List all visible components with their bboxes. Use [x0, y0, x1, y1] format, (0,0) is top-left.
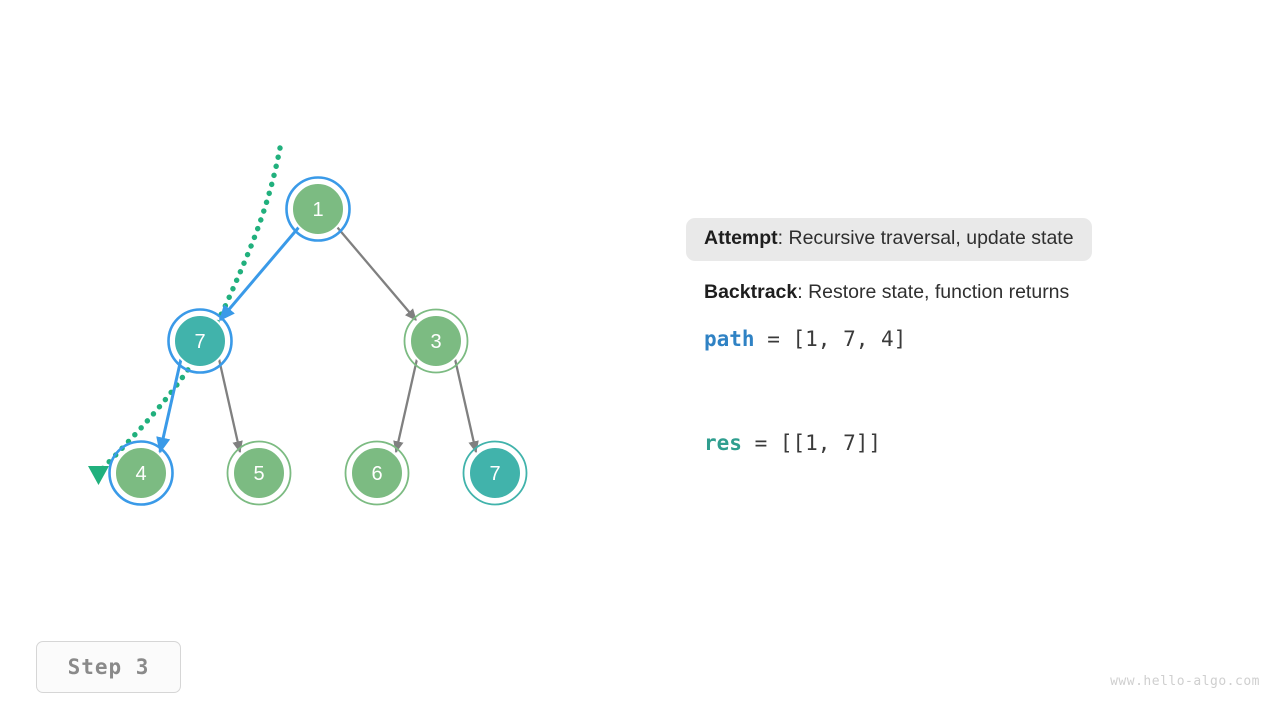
edge-7-to-5 — [217, 358, 243, 454]
backtrack-description: : Restore state, function returns — [797, 281, 1070, 304]
node-7-right-label: 7 — [489, 463, 500, 485]
edge-1-to-3 — [336, 226, 417, 321]
node-1-circle — [291, 182, 345, 236]
edge-3-to-6 — [393, 358, 419, 454]
res-variable-name: res — [704, 430, 742, 455]
node-4-circle — [114, 446, 168, 500]
tree-node-4[interactable]: 4 — [108, 440, 174, 506]
step-badge-label: Step 3 — [67, 655, 150, 679]
path-variable-value: = [1, 7, 4] — [754, 326, 907, 351]
tree-node-7-right[interactable]: 7 — [462, 440, 528, 506]
attempt-callout: Attempt: Recursive traversal, update sta… — [686, 218, 1092, 262]
path-state-line: path = [1, 7, 4] — [686, 327, 1206, 351]
traversal-path-dots — [97, 145, 283, 474]
node-7-right-circle — [468, 446, 522, 500]
node-6-circle — [350, 446, 404, 500]
tree-edges — [156, 226, 479, 454]
node-3-outer-ring — [403, 308, 469, 374]
node-3-label: 3 — [430, 331, 441, 353]
tree-node-3[interactable]: 3 — [403, 308, 469, 374]
node-6-outer-ring — [344, 440, 410, 506]
attempt-description: : Recursive traversal, update state — [777, 227, 1074, 249]
info-panel: Attempt: Recursive traversal, update sta… — [686, 218, 1206, 455]
watermark: www.hello-algo.com — [1110, 674, 1260, 689]
node-6-label: 6 — [371, 463, 382, 485]
edge-3-to-7 — [453, 358, 479, 454]
res-variable-value: = [[1, 7]] — [741, 430, 882, 455]
node-3-circle — [409, 314, 463, 368]
node-7-left-circle — [173, 314, 227, 368]
tree-node-1[interactable]: 1 — [285, 176, 351, 242]
node-1-label: 1 — [312, 199, 323, 221]
traversal-path — [88, 145, 283, 485]
node-5-label: 5 — [253, 463, 264, 485]
node-7-left-highlight-ring — [167, 308, 233, 374]
binary-tree-diagram: 1 7 3 4 5 6 7 — [88, 145, 528, 506]
backtrack-line: Backtrack: Restore state, function retur… — [704, 281, 1069, 303]
node-5-circle — [232, 446, 286, 500]
tree-node-5[interactable]: 5 — [226, 440, 292, 506]
edge-1-to-7 — [218, 226, 301, 322]
attempt-label: Attempt — [704, 227, 778, 249]
attempt-line: Attempt: Recursive traversal, update sta… — [704, 227, 1074, 249]
backtrack-callout: Backtrack: Restore state, function retur… — [686, 281, 1206, 304]
tree-node-6[interactable]: 6 — [344, 440, 410, 506]
node-7-left-label: 7 — [194, 331, 205, 353]
node-4-highlight-ring — [108, 440, 174, 506]
step-badge: Step 3 — [36, 641, 181, 693]
tree-node-7-left[interactable]: 7 — [167, 308, 233, 374]
path-variable-name: path — [704, 326, 755, 351]
node-5-outer-ring — [226, 440, 292, 506]
res-state-line: res = [[1, 7]] — [686, 431, 1206, 455]
node-1-highlight-ring — [285, 176, 351, 242]
edge-7-to-4 — [156, 358, 183, 454]
traversal-path-arrowhead-icon — [88, 466, 109, 485]
backtrack-label: Backtrack — [704, 281, 798, 304]
node-4-label: 4 — [135, 463, 146, 485]
node-7-right-outer-ring — [462, 440, 528, 506]
